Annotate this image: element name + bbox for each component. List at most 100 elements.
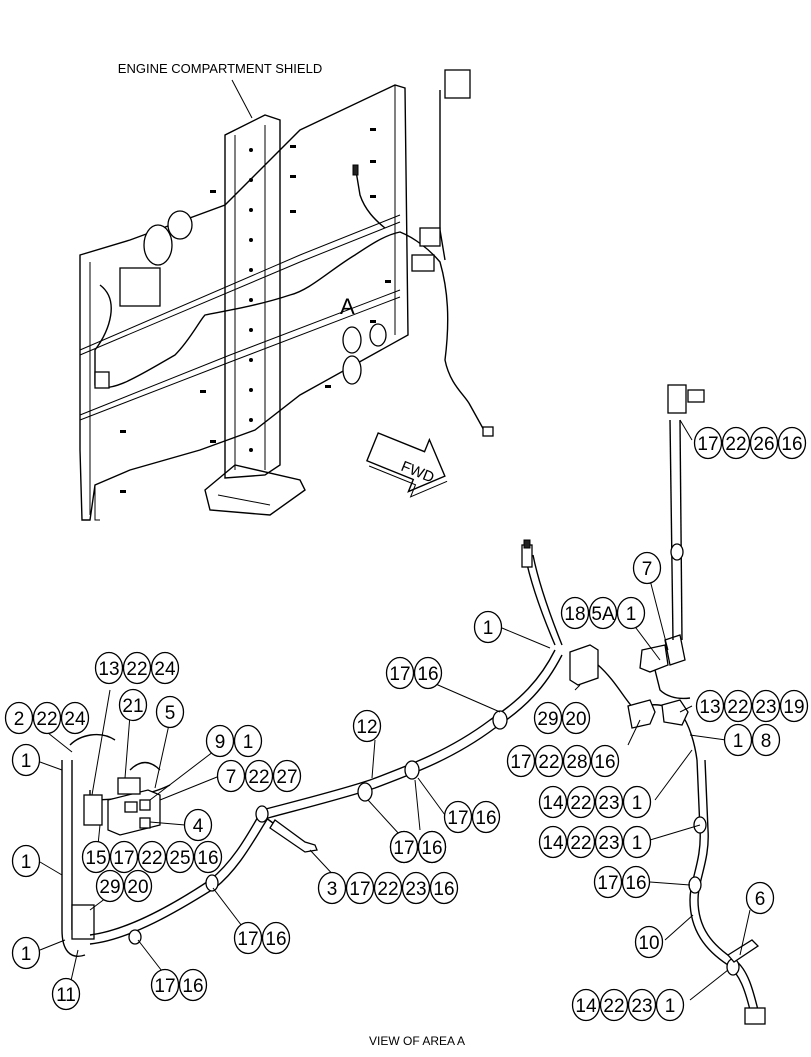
callout-21: 21 xyxy=(118,688,148,722)
callout-bubble xyxy=(193,840,223,874)
callout-number: 23 xyxy=(755,697,776,718)
callout-bubble xyxy=(473,610,503,644)
callout-bubble xyxy=(590,744,620,778)
callout-number: 18 xyxy=(564,604,585,625)
callout-bubble xyxy=(745,881,775,915)
callout-6: 6 xyxy=(745,881,775,915)
callout-bubble xyxy=(571,988,601,1022)
callout-bubble xyxy=(183,808,213,842)
callout-5: 5 xyxy=(155,695,185,729)
callout-number: 29 xyxy=(537,709,558,730)
callout-number: 1 xyxy=(626,604,637,625)
callout-bubble xyxy=(4,701,34,735)
callout-number: 22 xyxy=(36,709,57,730)
callout-bubble xyxy=(533,701,563,735)
callout-number: 16 xyxy=(265,929,286,950)
callout-number: 1 xyxy=(21,852,32,873)
callout-number: 22 xyxy=(570,793,591,814)
callout-1-left-b: 1 xyxy=(11,844,41,878)
callout-number: 23 xyxy=(405,879,426,900)
callout-number: 22 xyxy=(727,697,748,718)
callout-bubble xyxy=(51,977,81,1011)
callout-number: 27 xyxy=(276,767,297,788)
callout-bubble xyxy=(695,689,725,723)
callout-bubble xyxy=(95,869,125,903)
callout-number: 16 xyxy=(781,434,802,455)
callout-bubble xyxy=(749,426,779,460)
callout-10: 10 xyxy=(634,925,664,959)
callout-number: 20 xyxy=(565,709,586,730)
fwd-label: FWD xyxy=(399,458,437,487)
callout-bubble xyxy=(32,701,62,735)
callout-number: 7 xyxy=(226,767,237,788)
callout-number: 13 xyxy=(98,659,119,680)
callout-number: 22 xyxy=(126,659,147,680)
callout-number: 23 xyxy=(598,793,619,814)
callout-number: 19 xyxy=(783,697,804,718)
callout-bubble xyxy=(779,689,809,723)
callout-bubble xyxy=(413,656,443,690)
callout-bubble xyxy=(627,988,657,1022)
view-area-a xyxy=(61,384,766,1025)
callout-number: 8 xyxy=(761,731,772,752)
callout-number: 15 xyxy=(85,848,106,869)
callout-number: 24 xyxy=(64,709,86,730)
callout-bubble xyxy=(155,695,185,729)
shield-title: ENGINE COMPARTMENT SHIELD xyxy=(118,61,322,76)
callout-number: 17 xyxy=(447,808,468,829)
callout-bubble xyxy=(317,871,347,905)
callout-1-left-c: 1 xyxy=(11,936,41,970)
callout-number: 16 xyxy=(421,838,442,859)
callout-number: 1 xyxy=(632,793,643,814)
callout-bubble xyxy=(538,825,568,859)
callout-number: 1 xyxy=(21,751,32,772)
callout-12: 12 xyxy=(352,709,382,743)
callout-number: 16 xyxy=(433,879,454,900)
shield-assembly xyxy=(79,69,494,521)
callout-bubble xyxy=(693,426,723,460)
callout-number: 1 xyxy=(665,996,676,1017)
callout-bubble xyxy=(11,844,41,878)
callout-bubble xyxy=(233,921,263,955)
callout-bubble xyxy=(562,744,592,778)
callout-bubble xyxy=(261,921,291,955)
callout-number: 26 xyxy=(753,434,774,455)
callout-bubble xyxy=(429,871,459,905)
callout-number: 24 xyxy=(154,659,176,680)
callout-number: 25 xyxy=(169,848,190,869)
callout-number: 7 xyxy=(642,559,653,580)
callout-bubble xyxy=(123,869,153,903)
callout-number: 4 xyxy=(193,816,204,837)
callout-7-top: 7 xyxy=(632,551,662,585)
callout-bubble xyxy=(560,596,590,630)
callout-number: 17 xyxy=(597,873,618,894)
callout-number: 20 xyxy=(127,877,148,898)
callout-bubble xyxy=(471,800,501,834)
callout-number: 14 xyxy=(542,833,564,854)
callout-number: 9 xyxy=(215,732,226,753)
callout-number: 22 xyxy=(603,996,624,1017)
callout-bubble xyxy=(373,871,403,905)
callout-bubble xyxy=(122,651,152,685)
callout-bubble xyxy=(244,759,274,793)
callout-number: 3 xyxy=(327,879,338,900)
callout-number: 2 xyxy=(14,709,25,730)
callout-bubble xyxy=(178,968,208,1002)
callout-number: 13 xyxy=(699,697,720,718)
view-caption: VIEW OF AREA A xyxy=(369,1034,465,1048)
callout-number: 17 xyxy=(349,879,370,900)
fwd-arrow xyxy=(366,432,448,498)
leader-lines xyxy=(37,419,751,1001)
callout-bubble xyxy=(81,840,111,874)
